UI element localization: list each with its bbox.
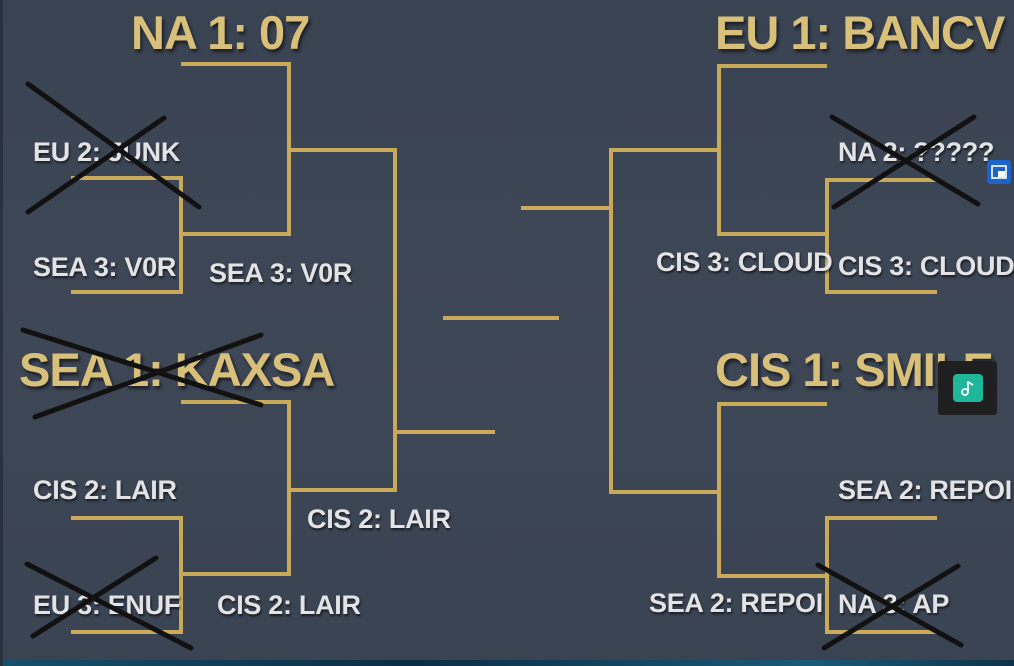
bracket-line: [609, 148, 719, 494]
team-sea3: SEA 3: V0R: [33, 252, 177, 282]
semifinal-cis2: CIS 2: LAIR: [307, 504, 451, 534]
music-note-icon: [960, 381, 973, 396]
bracket-line: [181, 62, 291, 236]
team-sea2: SEA 2: REPOI: [838, 475, 1012, 505]
winner-cis3: CIS 3: CLOUD: [656, 247, 833, 277]
bracket-lines: [71, 62, 937, 634]
seed-eu1: EU 1: BANCV: [715, 6, 1005, 59]
bracket-line: [717, 402, 827, 578]
team-cis2: CIS 2: LAIR: [33, 475, 177, 505]
team-eu2: EU 2: JUNK: [33, 137, 181, 167]
bracket-line: [287, 148, 397, 492]
seed-na1: NA 1: 07: [131, 6, 310, 59]
winner-sea2: SEA 2: REPOI: [649, 588, 823, 618]
team-cis3: CIS 3: CLOUD: [838, 251, 1014, 281]
seed-sea1: SEA 1: KAXSA: [19, 343, 335, 396]
team-na2: NA 2: ?????: [838, 137, 995, 167]
music-button[interactable]: [938, 361, 997, 415]
winner-cis2: CIS 2: LAIR: [217, 590, 361, 620]
bracket-line: [717, 64, 827, 236]
team-na3: NA 3: AP: [838, 589, 950, 619]
picture-in-picture-icon: [991, 165, 1007, 179]
team-eu3: EU 3: ENUF: [33, 590, 181, 620]
music-button-face: [952, 374, 983, 402]
winner-sea3: SEA 3: V0R: [209, 258, 353, 288]
bracket-line: [181, 400, 291, 576]
pip-button[interactable]: [987, 160, 1011, 184]
